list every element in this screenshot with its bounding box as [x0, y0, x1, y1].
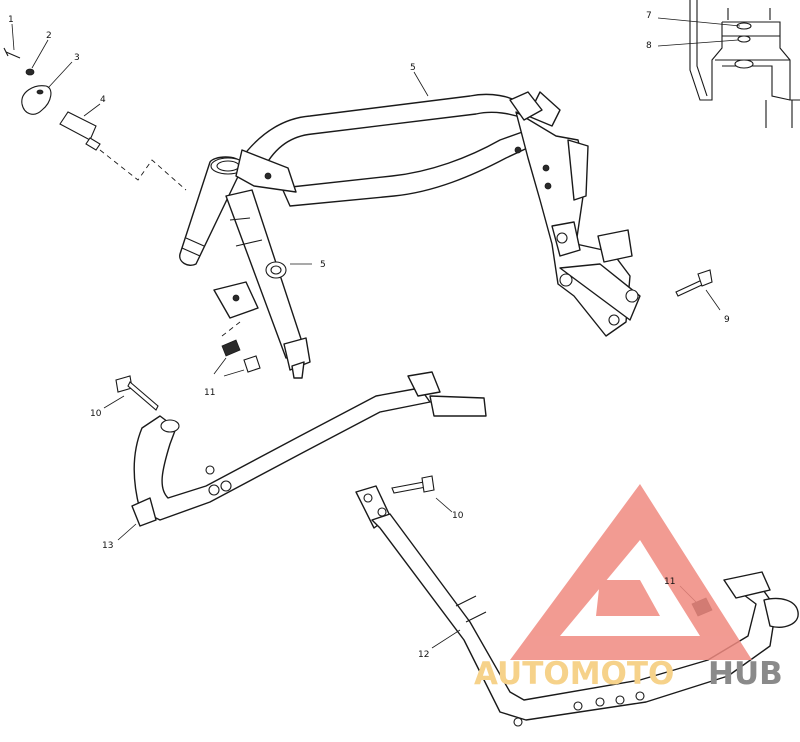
cap-part-3: [21, 85, 52, 115]
inset-detail: [689, 0, 800, 128]
callout-label: 7: [646, 11, 652, 21]
lower-tube-assembly-12: [355, 485, 799, 727]
lower-tube-assembly: [131, 371, 487, 527]
nut-part-11-upper: [221, 321, 261, 373]
callout-label: 12: [418, 650, 429, 660]
callout-label: 8: [646, 41, 652, 51]
callout-label: 1: [8, 15, 14, 25]
callout-label: 11: [664, 577, 675, 587]
grommet-part-5: [265, 261, 287, 279]
callout-labels: 1 2 3 4 5 5 7 8 9 10 10 11 11 12 13: [8, 11, 730, 660]
plug-part-4: [59, 111, 101, 151]
watermark-logo: [510, 484, 752, 660]
screw-part-1: [3, 47, 21, 59]
watermark-word-automoto: AUTOMOTO: [474, 656, 674, 692]
washer-part-2: [25, 68, 35, 76]
callout-label: 5: [320, 260, 326, 270]
small-parts: [3, 47, 187, 191]
bolt-part-10-right: [391, 475, 435, 494]
main-frame: [179, 91, 641, 379]
watermark-word-hub: HUB: [708, 656, 783, 692]
callout-label: 4: [100, 95, 106, 105]
callout-label: 9: [724, 315, 730, 325]
callout-label: 5: [410, 63, 416, 73]
callout-label: 10: [90, 409, 102, 419]
bolt-part-10-left: [115, 375, 159, 411]
callout-label: 13: [102, 541, 113, 551]
bolt-part-9: [675, 269, 713, 297]
callout-label: 3: [74, 53, 80, 63]
callout-label: 2: [46, 31, 52, 41]
callout-label: 11: [204, 388, 215, 398]
callout-label: 10: [452, 511, 464, 521]
watermark-text: AUTOMOTO HUB: [474, 656, 783, 692]
